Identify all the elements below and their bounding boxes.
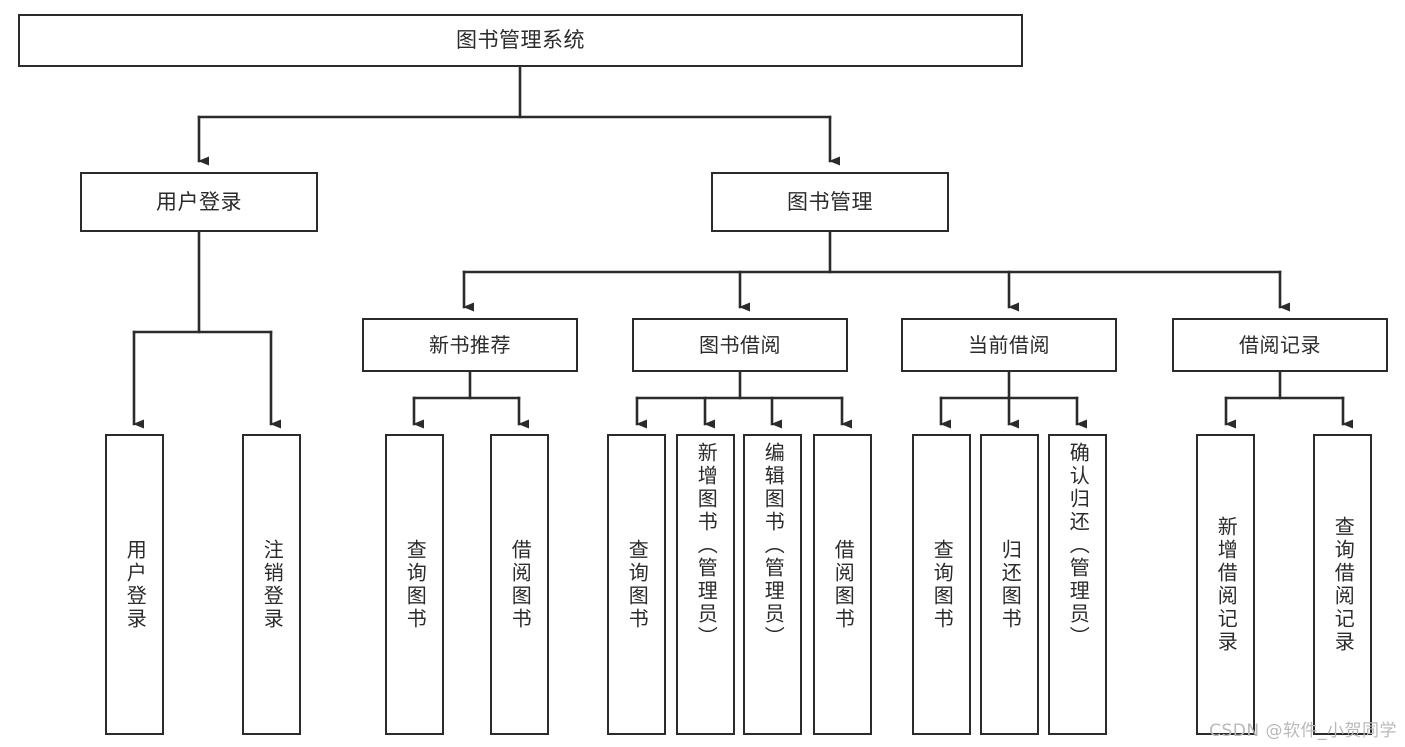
node-root-label: 图书管理系统 <box>456 28 585 53</box>
leaf-borrow-borrow-book[interactable]: 借阅图书 <box>813 434 872 735</box>
leaf-borrow-borrow-book-label: 借阅图书 <box>831 538 856 631</box>
node-user-login[interactable]: 用户登录 <box>80 172 318 232</box>
leaf-user-login-signin[interactable]: 用户登录 <box>105 434 164 735</box>
node-new-book-recommend-label: 新书推荐 <box>429 332 511 357</box>
leaf-borrow-edit-book[interactable]: 编辑图书（管理员） <box>743 434 802 735</box>
leaf-current-query-book[interactable]: 查询图书 <box>912 434 971 735</box>
leaf-borrow-query-book[interactable]: 查询图书 <box>607 434 666 735</box>
leaf-records-add-record[interactable]: 新增借阅记录 <box>1196 434 1255 735</box>
leaf-current-confirm-return-label: 确认归还（管理员） <box>1066 442 1091 649</box>
node-book-management-label: 图书管理 <box>787 189 873 214</box>
leaf-new-book-borrow-label: 借阅图书 <box>508 538 533 631</box>
node-root[interactable]: 图书管理系统 <box>18 14 1023 67</box>
leaf-records-query-record-label: 查询借阅记录 <box>1331 515 1356 654</box>
node-borrow-records-label: 借阅记录 <box>1239 332 1321 357</box>
leaf-borrow-edit-book-label: 编辑图书（管理员） <box>761 442 786 649</box>
leaf-new-book-borrow[interactable]: 借阅图书 <box>490 434 549 735</box>
node-current-borrow[interactable]: 当前借阅 <box>901 318 1117 372</box>
node-user-login-label: 用户登录 <box>156 189 242 214</box>
leaf-records-query-record[interactable]: 查询借阅记录 <box>1313 434 1372 735</box>
leaf-records-add-record-label: 新增借阅记录 <box>1214 515 1239 654</box>
leaf-current-return-book-label: 归还图书 <box>998 538 1023 631</box>
leaf-borrow-add-book[interactable]: 新增图书（管理员） <box>676 434 735 735</box>
leaf-user-login-signout-label: 注销登录 <box>260 538 285 631</box>
node-book-management[interactable]: 图书管理 <box>711 172 949 232</box>
leaf-borrow-query-book-label: 查询图书 <box>625 538 650 631</box>
leaf-new-book-query-label: 查询图书 <box>403 538 428 631</box>
node-new-book-recommend[interactable]: 新书推荐 <box>362 318 578 372</box>
node-current-borrow-label: 当前借阅 <box>968 332 1050 357</box>
node-book-borrow-label: 图书借阅 <box>699 332 781 357</box>
csdn-watermark: CSDN @软件_小贺同学 <box>1209 721 1397 741</box>
node-book-borrow[interactable]: 图书借阅 <box>632 318 848 372</box>
leaf-current-confirm-return[interactable]: 确认归还（管理员） <box>1048 434 1107 735</box>
node-borrow-records[interactable]: 借阅记录 <box>1172 318 1388 372</box>
leaf-borrow-add-book-label: 新增图书（管理员） <box>694 442 719 649</box>
leaf-current-query-book-label: 查询图书 <box>930 538 955 631</box>
leaf-user-login-signin-label: 用户登录 <box>123 538 148 631</box>
leaf-user-login-signout[interactable]: 注销登录 <box>242 434 301 735</box>
leaf-new-book-query[interactable]: 查询图书 <box>385 434 444 735</box>
leaf-current-return-book[interactable]: 归还图书 <box>980 434 1039 735</box>
